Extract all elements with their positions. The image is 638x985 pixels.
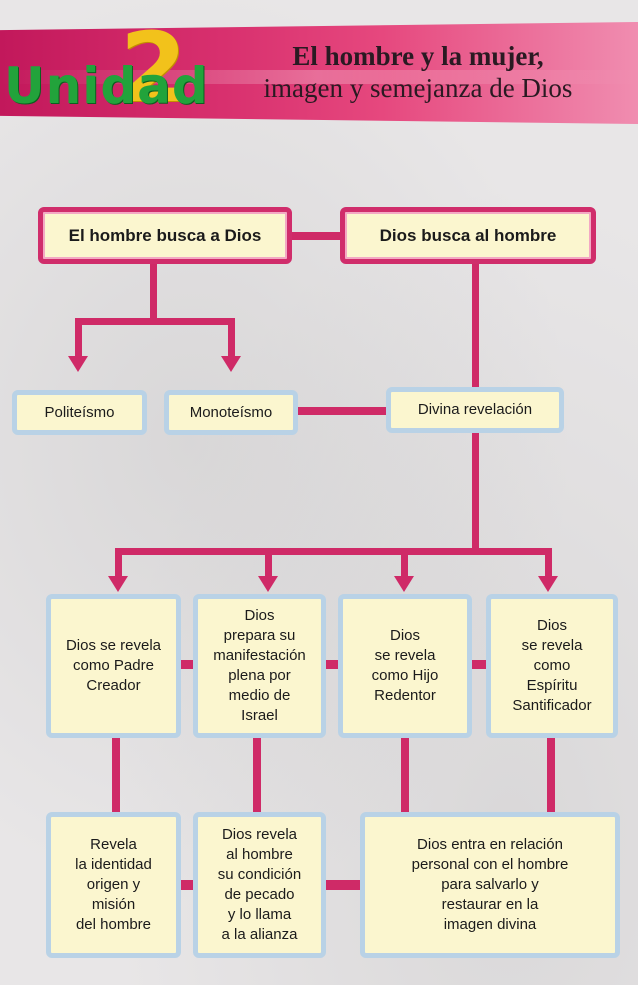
box-hombre-busca-dios: El hombre busca a Dios <box>38 207 292 264</box>
connector <box>472 432 479 552</box>
unit-title-line1: El hombre y la mujer, <box>292 41 544 71</box>
box-label: Politeísmo <box>44 403 115 421</box>
arrow-down-icon <box>394 576 414 592</box>
box-label: El hombre busca a Dios <box>68 225 262 245</box>
box-label: Dios busca al hombre <box>379 225 557 245</box>
box-label: Dios entra en relación personal con el h… <box>411 836 569 933</box>
arrow-down-icon <box>221 356 241 372</box>
arrow-down-icon <box>258 576 278 592</box>
connector <box>75 318 82 358</box>
unit-title-line2: imagen y semejanza de Dios <box>263 73 573 103</box>
connector <box>75 318 235 325</box>
connector <box>325 660 339 669</box>
connector <box>150 262 157 322</box>
box-label: Dios se revela como Hijo Redentor <box>371 627 439 704</box>
connector <box>472 262 479 388</box>
connector <box>228 318 235 358</box>
box-padre-creador: Dios se revela como Padre Creador <box>46 594 181 738</box>
box-condicion-pecado: Dios revela al hombre su condición de pe… <box>193 812 326 958</box>
connector <box>401 736 409 816</box>
connector <box>112 736 120 816</box>
unit-title: El hombre y la mujer, imagen y semejanza… <box>218 40 618 104</box>
header-highlight <box>0 70 638 84</box>
connector <box>180 880 194 890</box>
arrow-down-icon <box>68 356 88 372</box>
box-espiritu-santificador: Dios se revela como Espíritu Santificado… <box>486 594 618 738</box>
connector <box>265 548 272 578</box>
connector <box>545 548 552 578</box>
connector <box>180 660 194 669</box>
box-identidad-hombre: Revela la identidad origen y misión del … <box>46 812 181 958</box>
box-politeismo: Politeísmo <box>12 390 147 435</box>
box-israel: Dios prepara su manifestación plena por … <box>193 594 326 738</box>
arrow-down-icon <box>538 576 558 592</box>
unit-number: 2 <box>120 12 187 124</box>
box-dios-busca-hombre: Dios busca al hombre <box>340 207 596 264</box>
box-relacion-personal: Dios entra en relación personal con el h… <box>360 812 620 958</box>
connector <box>471 660 487 669</box>
box-label: Monoteísmo <box>189 403 273 421</box>
connector <box>253 736 261 816</box>
box-label: Revela la identidad origen y misión del … <box>75 836 152 933</box>
box-label: Divina revelación <box>417 401 533 418</box>
box-hijo-redentor: Dios se revela como Hijo Redentor <box>338 594 472 738</box>
arrow-down-icon <box>108 576 128 592</box>
connector <box>325 880 363 890</box>
box-monoteismo: Monoteísmo <box>164 390 298 435</box>
connector <box>290 232 342 240</box>
box-label: Dios prepara su manifestación plena por … <box>213 607 306 724</box>
box-label: Dios se revela como Padre Creador <box>65 637 162 694</box>
header-band <box>0 22 638 124</box>
box-label: Dios revela al hombre su condición de pe… <box>217 826 302 943</box>
connector <box>298 407 388 415</box>
connector <box>115 548 552 555</box>
box-divina-revelacion: Divina revelación <box>386 387 564 433</box>
connector <box>401 548 408 578</box>
unit-label: Unidad <box>4 57 209 115</box>
connector <box>115 548 122 578</box>
box-label: Dios se revela como Espíritu Santificado… <box>512 617 592 714</box>
connector <box>547 736 555 816</box>
